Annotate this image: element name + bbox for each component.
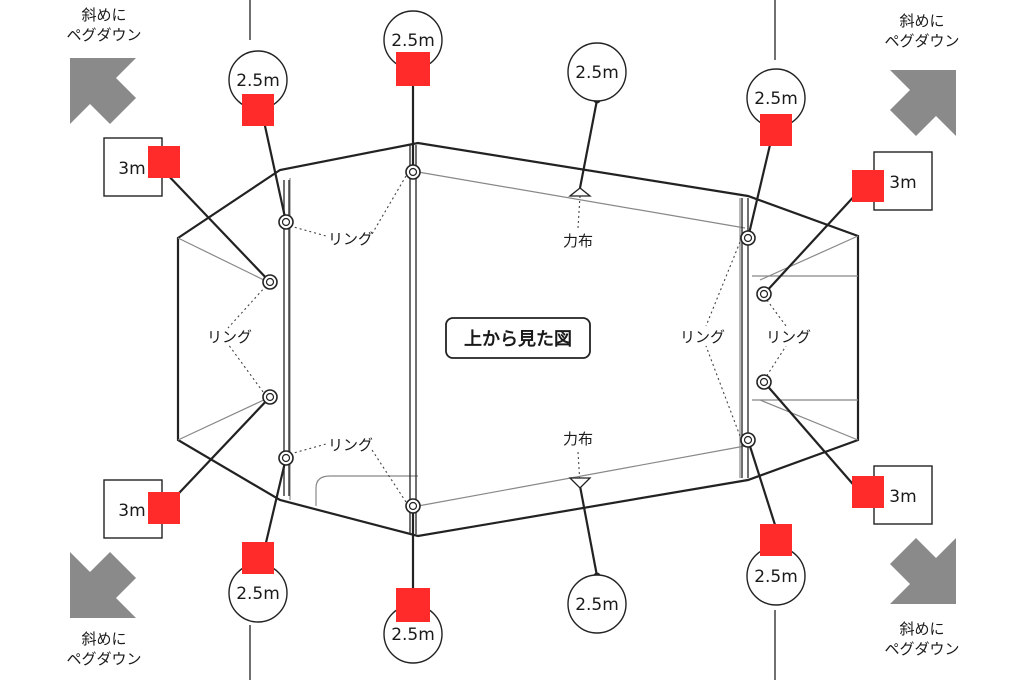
diagonal-peg-label: ペグダウン <box>884 32 959 50</box>
reinforcement-label: 力布 <box>563 232 593 250</box>
distance-label: 2.5m <box>754 89 798 109</box>
diagonal-peg-label: 斜めに <box>81 630 126 648</box>
diagonal-peg-label: 斜めに <box>899 620 944 638</box>
distance-label: 3m <box>889 487 916 507</box>
diagonal-arrow-icon <box>70 58 136 124</box>
distance-label: 2.5m <box>575 595 619 615</box>
diagonal-arrow-icons <box>70 58 956 618</box>
distance-label: 3m <box>118 159 145 179</box>
diagonal-arrow-icon <box>890 70 956 136</box>
ring-icons <box>262 96 772 580</box>
diagonal-peg-label: 斜めに <box>899 12 944 30</box>
diagonal-arrow-icon <box>70 552 136 618</box>
diagram-title: 上から見た図 <box>464 329 572 350</box>
distance-label: 3m <box>118 501 145 521</box>
title-box <box>445 317 591 359</box>
ring-label: リング <box>328 230 373 248</box>
distance-labels-3m: 3m 3m 3m 3m <box>118 159 916 521</box>
reinforcement-label: 力布 <box>563 430 593 448</box>
distance-label: 3m <box>889 173 916 193</box>
distance-label: 2.5m <box>236 584 280 604</box>
diagonal-peg-label: ペグダウン <box>66 650 141 668</box>
distance-label: 2.5m <box>236 71 280 91</box>
diagonal-peg-label: ペグダウン <box>884 640 959 658</box>
diagonal-arrow-icon <box>890 538 956 604</box>
ring-label: リング <box>207 328 252 346</box>
diagonal-peg-label: ペグダウン <box>66 26 141 44</box>
inner-tent-lines <box>177 171 859 507</box>
reinforcement-patch-icons <box>568 187 592 489</box>
diagonal-peg-labels: 斜めに ペグダウン 斜めに ペグダウン 斜めに ペグダウン 斜めに ペグダウン <box>66 6 959 668</box>
guy-ropes <box>162 56 859 600</box>
distance-label: 2.5m <box>754 567 798 587</box>
ring-label: リング <box>766 328 811 346</box>
distance-label: 2.5m <box>391 625 435 645</box>
ring-labels: リング リング リング リング リング <box>207 230 811 454</box>
distance-label: 2.5m <box>575 63 619 83</box>
ring-leader-lines <box>227 175 787 503</box>
ring-label: リング <box>680 328 725 346</box>
distance-label: 2.5m <box>391 31 435 51</box>
distance-labels-2-5m: 2.5m 2.5m 2.5m 2.5m 2.5m 2.5m 2.5m 2.5m <box>236 31 798 645</box>
diagonal-peg-label: 斜めに <box>81 6 126 24</box>
peg-marker-icons <box>148 52 884 622</box>
ring-label: リング <box>328 436 373 454</box>
